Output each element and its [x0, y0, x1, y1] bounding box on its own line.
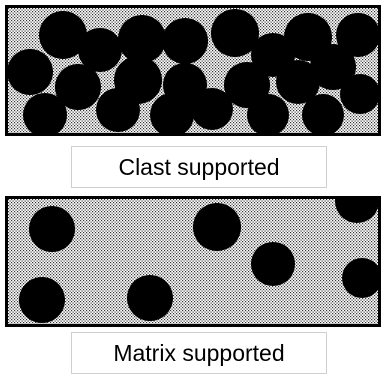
clast	[19, 277, 65, 323]
clast-supported-diagram	[5, 5, 381, 136]
clast	[55, 64, 101, 110]
clast	[39, 11, 87, 59]
matrix-supported-diagram	[5, 196, 381, 327]
clast	[336, 13, 380, 57]
clast	[340, 74, 380, 114]
clast	[310, 44, 356, 90]
matrix-supported-label: Matrix supported	[71, 332, 327, 374]
clast	[191, 88, 233, 130]
clast	[276, 60, 320, 104]
clast-supported-label: Clast supported	[71, 146, 327, 188]
clast	[96, 88, 140, 132]
clast	[193, 203, 241, 251]
clast-supported-panel	[5, 5, 381, 136]
clast	[251, 242, 295, 286]
clast	[23, 93, 67, 136]
clast	[127, 275, 173, 321]
clast	[162, 18, 208, 64]
clast	[342, 258, 381, 298]
matrix-supported-panel	[5, 196, 381, 327]
clast	[7, 49, 53, 95]
clast	[29, 206, 75, 252]
clast-group	[7, 9, 380, 136]
clast	[335, 196, 379, 223]
clast	[247, 94, 289, 136]
clast	[211, 9, 259, 57]
clast-group	[19, 196, 381, 323]
clast	[150, 93, 194, 136]
clast	[118, 15, 166, 63]
clast	[302, 94, 344, 136]
clast	[78, 28, 122, 72]
